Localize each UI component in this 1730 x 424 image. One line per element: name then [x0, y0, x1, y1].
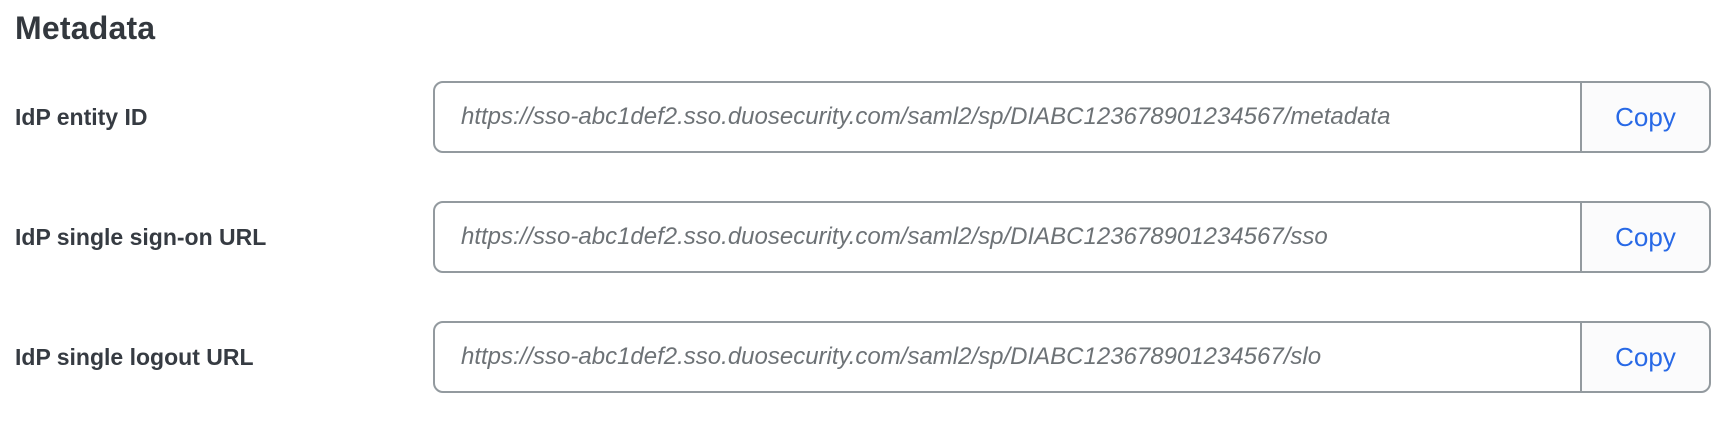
copy-sso-url-button[interactable]: Copy [1580, 201, 1711, 273]
idp-slo-url-label: IdP single logout URL [15, 343, 254, 370]
idp-entity-id-row: IdP entity ID Copy [15, 81, 1711, 153]
copy-slo-url-button[interactable]: Copy [1580, 321, 1711, 393]
copy-entity-id-button[interactable]: Copy [1580, 81, 1711, 153]
idp-slo-url-input[interactable] [433, 321, 1582, 393]
idp-entity-id-group: Copy [433, 81, 1711, 153]
metadata-section: Metadata IdP entity ID Copy IdP single s… [15, 10, 1711, 393]
idp-sso-url-label: IdP single sign-on URL [15, 223, 267, 250]
idp-entity-id-input[interactable] [433, 81, 1582, 153]
idp-slo-url-group: Copy [433, 321, 1711, 393]
idp-sso-url-group: Copy [433, 201, 1711, 273]
idp-entity-id-label: IdP entity ID [15, 103, 148, 130]
idp-sso-url-input[interactable] [433, 201, 1582, 273]
section-title: Metadata [15, 10, 156, 46]
idp-sso-url-row: IdP single sign-on URL Copy [15, 201, 1711, 273]
idp-slo-url-row: IdP single logout URL Copy [15, 321, 1711, 393]
